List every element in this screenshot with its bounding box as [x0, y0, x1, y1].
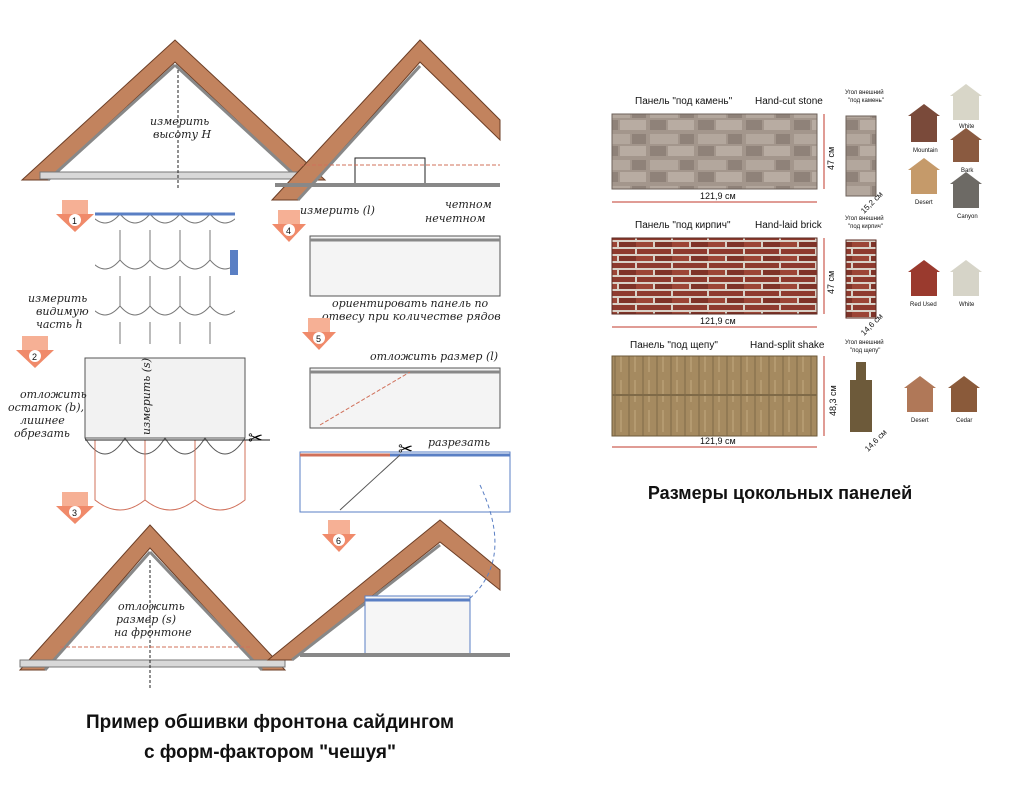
right-caption: Размеры цокольных панелей [647, 483, 913, 503]
left-caption-line2: с форм-фактором "чешуя" [143, 742, 397, 763]
label-orient-2: отвесу при количестве рядов [322, 310, 501, 323]
shingle-panel-5 [309, 367, 501, 429]
label-set-l: отложить размер (l) [370, 350, 498, 363]
label-cut: разрезать [428, 436, 490, 449]
panel-stone-height: 47 см [826, 147, 836, 170]
left-caption-line1: Пример обшивки фронтона сайдингом [85, 712, 455, 733]
swatch-stone-white-label: White [959, 124, 975, 130]
swatch-brick-red-used-label: Red Used [910, 302, 937, 308]
swatch-stone-bark-label: Bark [961, 168, 974, 174]
step-arrow-3: 3 [56, 492, 94, 524]
panel-brick-height: 47 см [826, 271, 836, 294]
corner-shake-image [850, 362, 872, 432]
step-number-5: 5 [316, 334, 321, 344]
label-set-remainder-1: отложить [20, 388, 87, 401]
label-measure-height-2: высоту Н [153, 128, 211, 141]
label-measure-visible-1: измерить [28, 292, 87, 305]
step-number-1: 1 [72, 216, 77, 226]
label-measure-height-1: измерить [150, 115, 209, 128]
label-set-remainder-2: остаток (b), [8, 401, 84, 414]
label-even: четном [445, 198, 492, 211]
scissors-icon-1: ✂ [248, 428, 263, 448]
step-arrow-1: 1 [56, 200, 94, 232]
swatch-brick-white [950, 260, 982, 296]
gable-step-3 [18, 524, 287, 690]
label-set-remainder-3: лишнее [20, 414, 65, 427]
swatch-stone-bark [950, 128, 982, 162]
swatch-shake-desert-label: Desert [911, 418, 929, 424]
scissors-icon-2: ✂ [398, 439, 413, 459]
swatch-brick-red-used [908, 260, 940, 296]
plinth-panels-diagram: Панель "под камень" Hand-cut stone 121,9… [611, 84, 982, 453]
panel-shake-label-en: Hand-split shake [750, 340, 825, 351]
panel-stone-image [611, 113, 818, 190]
label-measure-s: измерить (s) [140, 358, 153, 435]
panel-shake-height: 48,3 см [828, 385, 838, 416]
step-number-2: 2 [32, 352, 37, 362]
gable-siding-diagram: измерить высоту Н 1 измерить видимую час… [8, 39, 511, 690]
label-measure-visible-2: видимую [36, 305, 89, 318]
label-measure-l: измерить (l) [300, 204, 375, 217]
label-set-s-2: размер (s) [116, 613, 176, 626]
label-set-s-1: отложить [118, 600, 185, 613]
step-arrow-2: 2 [16, 336, 54, 368]
swatch-brick-white-label: White [959, 302, 975, 308]
panel-brick-image [611, 237, 818, 315]
panel-stone-label-en: Hand-cut stone [755, 96, 823, 107]
panel-shake-width: 121,9 см [700, 436, 736, 446]
corner-stone-label-1: Угол внешний [845, 89, 884, 96]
swatch-stone-mountain-label: Mountain [913, 148, 938, 154]
corner-stone-label-2: "под камень" [848, 98, 884, 104]
label-odd: нечетном [425, 212, 486, 225]
label-set-remainder-4: обрезать [14, 427, 70, 440]
shingle-panel-4 [309, 235, 501, 297]
swatch-stone-white [950, 84, 982, 120]
panel-stone-label-ru: Панель "под камень" [635, 96, 733, 107]
swatch-shake-cedar-label: Cedar [956, 418, 972, 424]
swatch-shake-desert [904, 376, 936, 412]
swatch-stone-desert [908, 158, 940, 194]
panel-shake-label-ru: Панель "под щепу" [630, 340, 718, 351]
step-number-3: 3 [72, 508, 77, 518]
corner-shake-label-1: Угол внешний [845, 339, 884, 346]
panel-brick-label-en: Hand-laid brick [755, 220, 823, 231]
corner-brick-image [845, 239, 877, 319]
swatch-stone-mountain [908, 104, 940, 142]
swatch-stone-canyon [950, 172, 982, 208]
gable-step-4 [270, 39, 501, 202]
panel-stone-width: 121,9 см [700, 191, 736, 201]
shingle-panel-2 [84, 357, 270, 511]
step-arrow-5: 5 [302, 318, 336, 350]
step-number-4: 4 [286, 226, 291, 236]
corner-brick-label-2: "под кирпич" [848, 224, 883, 230]
corner-shake-label-2: "под щепу" [850, 348, 880, 354]
panel-brick-label-ru: Панель "под кирпич" [635, 220, 731, 231]
step-arrow-6: 6 [322, 520, 356, 552]
gable-step-6 [266, 484, 510, 662]
shingle-panel-cut [299, 451, 511, 513]
step-arrow-4: 4 [272, 210, 306, 242]
label-orient-1: ориентировать панель по [332, 297, 489, 310]
corner-brick-label-1: Угол внешний [845, 215, 884, 222]
step-number-6: 6 [336, 536, 341, 546]
shingle-panel-1 [95, 212, 238, 344]
corner-stone-image [845, 115, 877, 197]
swatch-shake-cedar [948, 376, 980, 412]
swatch-stone-desert-label: Desert [915, 200, 933, 206]
label-set-s-3: на фронтоне [114, 626, 192, 639]
label-measure-visible-3: часть h [36, 318, 83, 331]
swatch-stone-canyon-label: Canyon [957, 214, 978, 220]
panel-brick-width: 121,9 см [700, 316, 736, 326]
